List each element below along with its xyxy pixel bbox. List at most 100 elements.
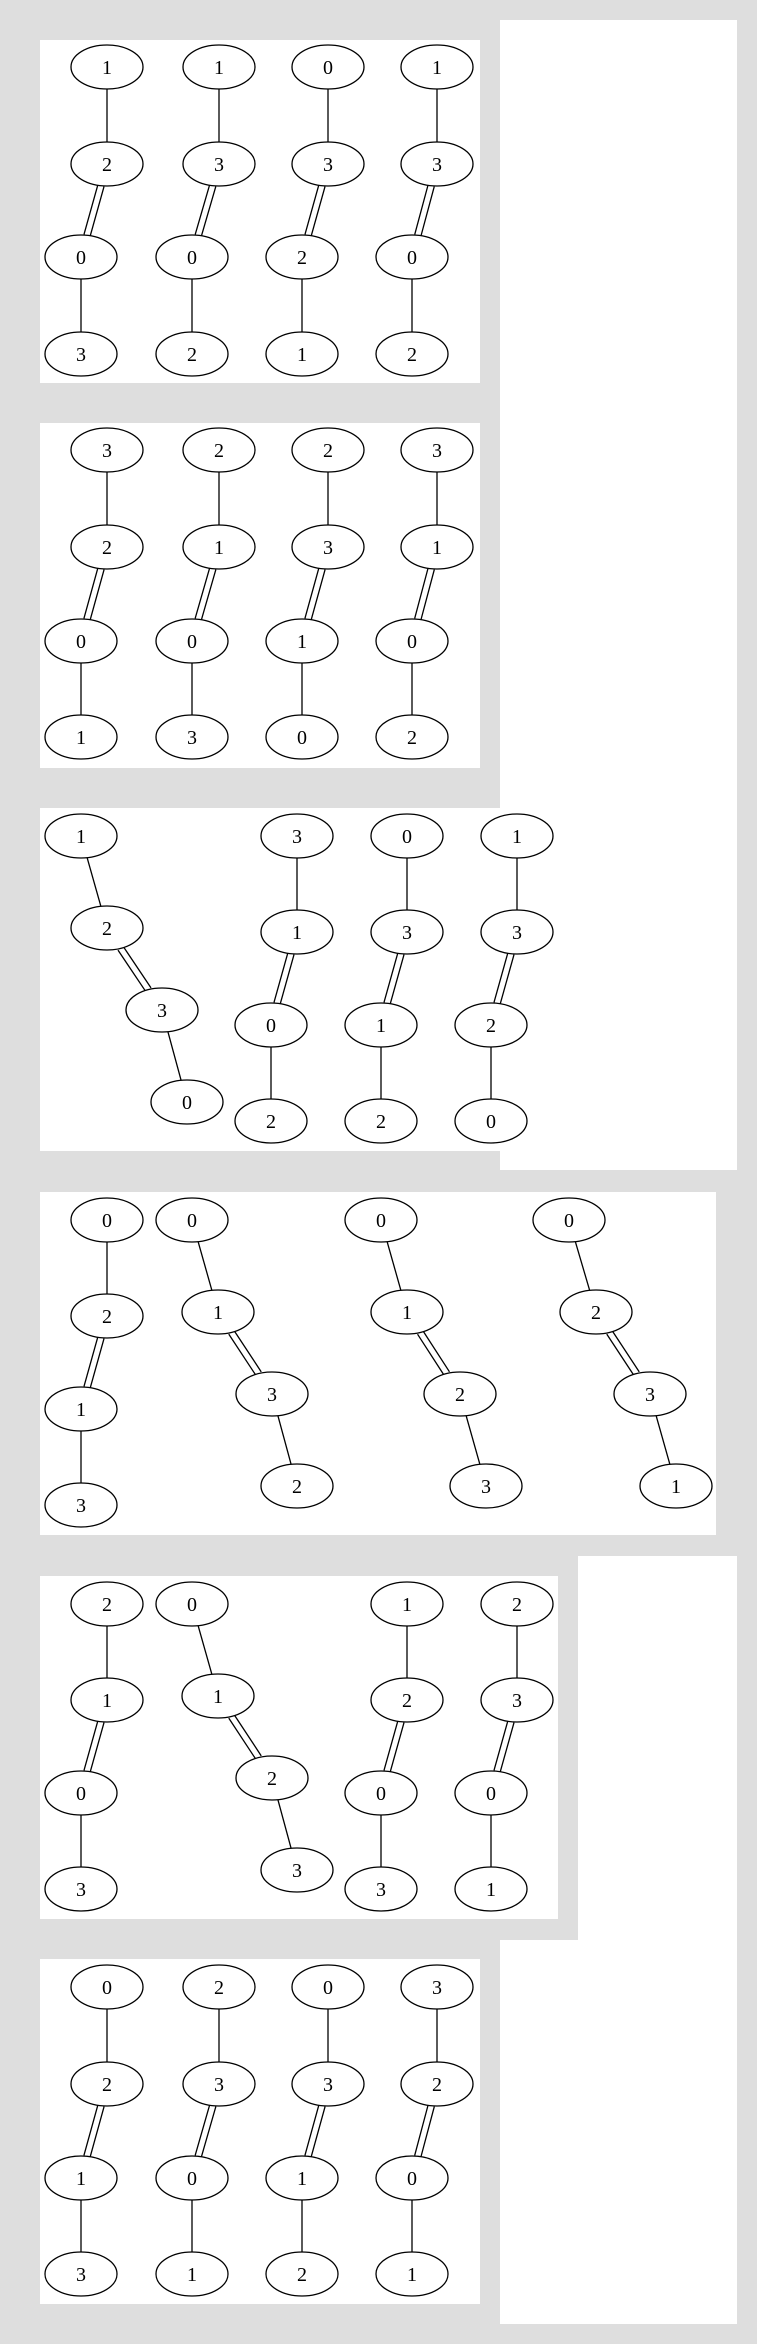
node-label: 1: [187, 2264, 197, 2286]
node-label: 0: [187, 631, 197, 653]
node-ellipse: [291, 2061, 365, 2107]
graph-node: 1: [400, 524, 474, 570]
node-ellipse: [44, 618, 118, 664]
graph-node: 3: [182, 141, 256, 187]
graph-node: 3: [155, 714, 229, 760]
node-ellipse: [449, 1463, 523, 1509]
white-margin-area: [500, 1940, 737, 2324]
graph-node: 2: [454, 1002, 528, 1048]
node-label: 0: [297, 727, 307, 749]
node-ellipse: [44, 714, 118, 760]
double-bond-edge-line: [383, 952, 399, 1003]
graph-node: 1: [480, 813, 554, 859]
node-ellipse: [70, 905, 144, 951]
node-label: 1: [297, 2168, 307, 2190]
node-ellipse: [370, 1581, 444, 1627]
node-ellipse: [155, 2155, 229, 2201]
node-label: 1: [297, 631, 307, 653]
node-label: 0: [376, 1783, 386, 1805]
graph-node: 0: [375, 618, 449, 664]
node-label: 1: [671, 1476, 681, 1498]
node-label: 3: [481, 1476, 491, 1498]
graph-node: 1: [370, 1289, 444, 1335]
node-ellipse: [423, 1371, 497, 1417]
node-ellipse: [265, 234, 339, 280]
node-ellipse: [70, 2061, 144, 2107]
double-bond-edge-line: [200, 2106, 217, 2158]
graph-node: 2: [480, 1581, 554, 1627]
single-edge: [465, 1415, 481, 1465]
node-ellipse: [182, 44, 256, 90]
double-bond-edge-line: [228, 1717, 257, 1760]
graph-node: 1: [260, 909, 334, 955]
node-ellipse: [150, 1079, 224, 1125]
graph-node: 0: [234, 1002, 308, 1048]
double-bond-edge-line: [416, 1333, 445, 1376]
double-bond-edge-line: [420, 2106, 435, 2158]
graph-node: 3: [44, 2251, 118, 2297]
graph-node: 2: [155, 331, 229, 377]
node-ellipse: [260, 813, 334, 859]
graph-node: 1: [70, 1677, 144, 1723]
node-label: 0: [76, 631, 86, 653]
graph-node: 0: [150, 1079, 224, 1125]
node-ellipse: [344, 1098, 418, 1144]
graph-node: 0: [370, 813, 444, 859]
node-ellipse: [70, 1197, 144, 1243]
graph-node: 3: [44, 1482, 118, 1528]
node-label: 2: [214, 1977, 224, 1999]
double-bond-edge-line: [89, 2106, 105, 2158]
graph-node: 1: [344, 1002, 418, 1048]
node-ellipse: [182, 141, 256, 187]
graph-node: 2: [559, 1289, 633, 1335]
node-ellipse: [370, 1289, 444, 1335]
single-edge: [197, 1625, 213, 1675]
node-label: 1: [376, 1015, 386, 1037]
node-ellipse: [532, 1197, 606, 1243]
graph-node: 0: [155, 234, 229, 280]
node-label: 3: [323, 537, 333, 559]
graph-node: 2: [265, 234, 339, 280]
double-bond-edge-line: [83, 1720, 99, 1771]
node-label: 1: [102, 1690, 112, 1712]
node-ellipse: [260, 1463, 334, 1509]
node-label: 3: [323, 2074, 333, 2096]
node-label: 0: [564, 1210, 574, 1232]
node-ellipse: [559, 1289, 633, 1335]
node-label: 3: [76, 1495, 86, 1517]
panel-background: [40, 40, 480, 383]
graph-node: 2: [182, 1964, 256, 2010]
double-bond-edge-line: [233, 1330, 262, 1373]
node-label: 3: [432, 154, 442, 176]
node-label: 2: [376, 1111, 386, 1133]
node-ellipse: [454, 1002, 528, 1048]
node-label: 2: [297, 2264, 307, 2286]
node-ellipse: [480, 1677, 554, 1723]
double-bond-edge-line: [83, 567, 99, 619]
graph-node: 3: [44, 331, 118, 377]
graph-node: 0: [155, 1581, 229, 1627]
double-bond-edge-line: [420, 569, 435, 621]
node-label: 0: [187, 1210, 197, 1232]
node-ellipse: [70, 141, 144, 187]
graph-node: 0: [155, 1197, 229, 1243]
graph-node: 1: [370, 1581, 444, 1627]
graph-node: 1: [265, 618, 339, 664]
node-label: 0: [486, 1111, 496, 1133]
node-label: 3: [76, 2264, 86, 2286]
node-label: 3: [102, 440, 112, 462]
double-bond-edge-line: [200, 186, 217, 237]
node-ellipse: [44, 1770, 118, 1816]
node-ellipse: [370, 909, 444, 955]
graph-node: 3: [370, 909, 444, 955]
